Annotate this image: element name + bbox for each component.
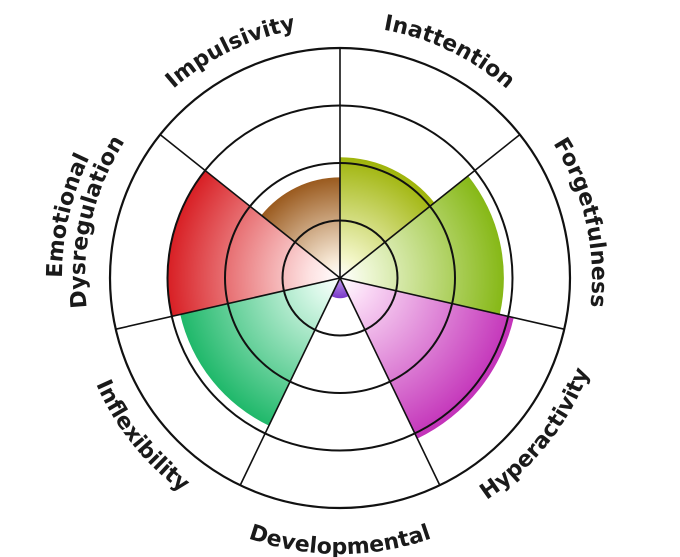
grid-spoke-7 [159,133,341,279]
category-label-forgetfulness: Forgetfulness [548,134,611,309]
category-label-developmental-delays-line-1: Developmental [246,520,434,557]
grid-spoke-2 [339,133,521,279]
category-label-hyperactivity: Hyperactivity [476,364,595,505]
wedge-developmental-delays [331,278,349,299]
grid-spoke-6 [115,277,341,330]
wedge-impulsivity [261,177,340,278]
grid-spoke-4 [339,277,441,486]
wedge-inflexibility [180,278,340,426]
grid-spoke-3 [339,277,565,330]
wedge-hyperactivity [340,278,514,439]
category-label-impulsivity: Impulsivity [161,11,297,93]
grid-layer [108,46,572,510]
grid-spoke-5 [239,277,341,486]
wedge-emotional-dysregulation [167,170,340,317]
wedge-forgetfulness [340,175,504,315]
wedges-layer [167,157,514,439]
category-label-inattention: Inattention [382,11,519,94]
